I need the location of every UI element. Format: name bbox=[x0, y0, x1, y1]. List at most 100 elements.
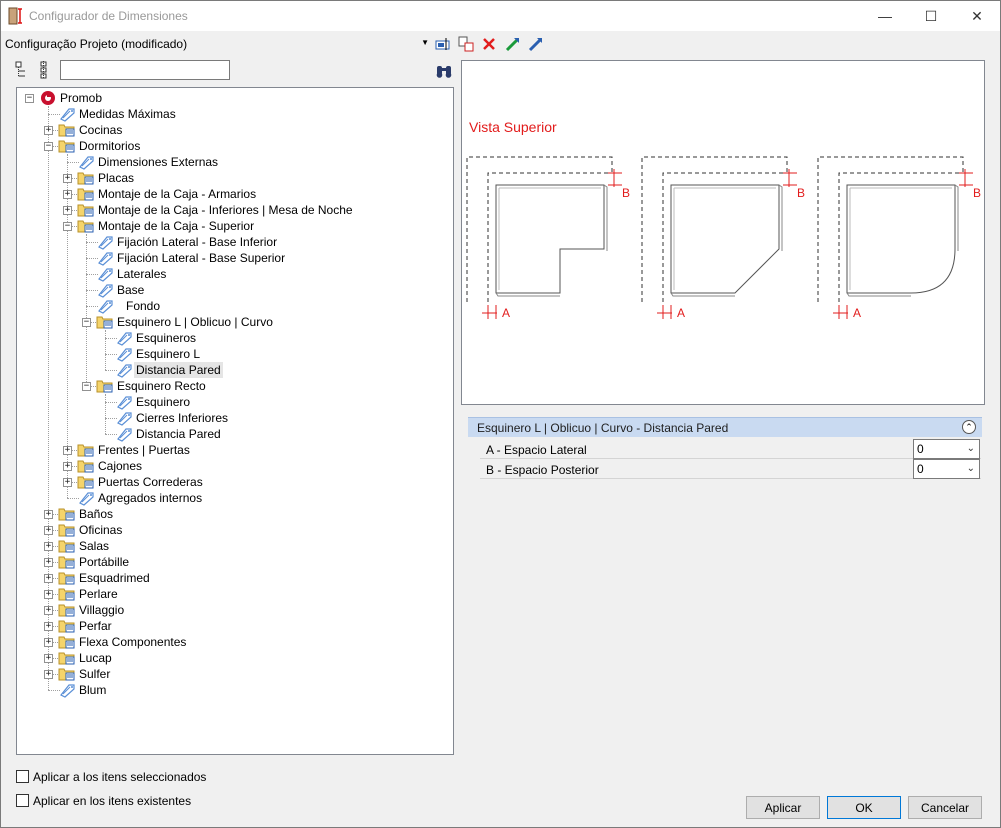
expand-plus-icon[interactable]: + bbox=[44, 525, 53, 535]
expand-plus-icon[interactable]: + bbox=[44, 605, 53, 615]
tree-item-blum[interactable]: Blum bbox=[17, 682, 453, 698]
tree-item-esquadrimed[interactable]: +Esquadrimed bbox=[17, 570, 453, 586]
tree-item-sulfer[interactable]: + Sulfer bbox=[17, 666, 453, 682]
collapse-minus-icon[interactable]: − bbox=[63, 221, 72, 231]
apply-existing-checkbox[interactable] bbox=[16, 794, 29, 807]
tree-item-fijacion-inferior[interactable]: Fijación Lateral - Base Inferior bbox=[17, 234, 453, 250]
apply-button[interactable]: Aplicar bbox=[746, 796, 820, 819]
expand-plus-icon[interactable]: + bbox=[63, 189, 72, 199]
collapse-all-icon[interactable] bbox=[40, 61, 47, 79]
props-category-header[interactable]: Esquinero L | Oblicuo | Curvo - Distanci… bbox=[468, 417, 982, 437]
dimension-label-a: A bbox=[677, 306, 685, 320]
export-config-button[interactable] bbox=[527, 35, 545, 53]
tree-item-cocinas[interactable]: +Cocinas bbox=[17, 122, 453, 138]
tree-item-montaje-armarios[interactable]: +Montaje de la Caja - Armarios bbox=[17, 186, 453, 202]
collapse-minus-icon[interactable]: − bbox=[44, 141, 53, 151]
tree-item-esquinero-l[interactable]: −Esquinero L | Oblicuo | Curvo bbox=[17, 314, 453, 330]
tree-item-montaje-inferiores[interactable]: +Montaje de la Caja - Inferiores | Mesa … bbox=[17, 202, 453, 218]
expand-plus-icon[interactable]: + bbox=[63, 205, 72, 215]
collapse-minus-icon[interactable]: − bbox=[82, 381, 91, 391]
expand-plus-icon[interactable]: + bbox=[44, 541, 53, 551]
tree-item-oficinas[interactable]: +Oficinas bbox=[17, 522, 453, 538]
expand-plus-icon[interactable]: + bbox=[44, 125, 53, 135]
folder-icon bbox=[58, 124, 75, 137]
tree-search-input[interactable] bbox=[60, 60, 230, 80]
tree-item-salas[interactable]: +Salas bbox=[17, 538, 453, 554]
expand-plus-icon[interactable]: + bbox=[44, 621, 53, 631]
expand-plus-icon[interactable]: + bbox=[63, 477, 72, 487]
tree-item-dormitorios[interactable]: − Dormitorios bbox=[17, 138, 453, 154]
tree-item-cajones[interactable]: +Cajones bbox=[17, 458, 453, 474]
wall-outline bbox=[838, 172, 963, 302]
tree-item-esquinero-l-item[interactable]: Esquinero L bbox=[17, 346, 453, 362]
tree-item-laterales[interactable]: Laterales bbox=[17, 266, 453, 282]
minimize-button[interactable]: — bbox=[862, 1, 908, 31]
config-dropdown[interactable]: Configuração Projeto (modificado) ▼ bbox=[5, 35, 429, 53]
tree-item-flexa[interactable]: +Flexa Componentes bbox=[17, 634, 453, 650]
expand-plus-icon[interactable]: + bbox=[44, 557, 53, 567]
dimension-tag-icon bbox=[60, 108, 75, 122]
tree-item-esquinero-recto[interactable]: −Esquinero Recto bbox=[17, 378, 453, 394]
expand-plus-icon[interactable]: + bbox=[44, 509, 53, 519]
collapse-minus-icon[interactable]: − bbox=[82, 317, 91, 327]
delete-config-button[interactable] bbox=[480, 35, 498, 53]
tree-connector-line bbox=[67, 162, 79, 163]
tree-item-label: Placas bbox=[98, 171, 135, 185]
ok-button[interactable]: OK bbox=[827, 796, 901, 819]
binoculars-icon[interactable] bbox=[435, 63, 453, 79]
tree-item-frentes[interactable]: +Frentes | Puertas bbox=[17, 442, 453, 458]
tree-connector-line bbox=[86, 274, 98, 275]
tree-item-agregados[interactable]: Agregados internos bbox=[17, 490, 453, 506]
tree-item-placas[interactable]: + Placas bbox=[17, 170, 453, 186]
expand-plus-icon[interactable]: + bbox=[44, 637, 53, 647]
tree-item-esquineros[interactable]: Esquineros bbox=[17, 330, 453, 346]
tree-item-label: Dormitorios bbox=[79, 139, 141, 153]
rename-config-button[interactable] bbox=[434, 35, 452, 53]
expand-plus-icon[interactable]: + bbox=[44, 589, 53, 599]
posterior-value-select[interactable]: 0 ⌄ bbox=[913, 459, 980, 479]
lateral-value-select[interactable]: 0 ⌄ bbox=[913, 439, 980, 459]
tree-item-label: Sulfer bbox=[79, 667, 111, 681]
tree-item-fondo[interactable]: Fondo bbox=[17, 298, 453, 314]
tree-item-fijacion-superior[interactable]: Fijación Lateral - Base Superior bbox=[17, 250, 453, 266]
tree-item-cierres-inferiores[interactable]: Cierres Inferiores bbox=[17, 410, 453, 426]
close-window-button[interactable]: ✕ bbox=[954, 1, 1000, 31]
tree-item-villaggio[interactable]: +Villaggio bbox=[17, 602, 453, 618]
folder-icon bbox=[77, 444, 94, 457]
expand-plus-icon[interactable]: + bbox=[44, 573, 53, 583]
tree-item-portabille[interactable]: +Portábille bbox=[17, 554, 453, 570]
expand-plus-icon[interactable]: + bbox=[44, 669, 53, 679]
window-title: Configurador de Dimensiones bbox=[29, 9, 188, 23]
tree-item-base[interactable]: Base bbox=[17, 282, 453, 298]
collapse-minus-icon[interactable]: − bbox=[25, 93, 34, 103]
tree-item-medidas-maximas[interactable]: Medidas Máximas bbox=[17, 106, 453, 122]
tree-connector-line bbox=[67, 450, 79, 451]
tree-item-dimensiones-externas[interactable]: Dimensiones Externas bbox=[17, 154, 453, 170]
config-selected-value: Configuração Projeto (modificado) bbox=[5, 37, 188, 51]
tree-item-banos[interactable]: +Baños bbox=[17, 506, 453, 522]
collapse-icon[interactable]: ⌃ bbox=[962, 420, 976, 434]
dimension-tag-icon bbox=[117, 428, 132, 442]
dimension-tag-icon bbox=[79, 492, 94, 506]
tree-item-distancia-pared[interactable]: Distancia Pared bbox=[17, 362, 453, 378]
expand-plus-icon[interactable]: + bbox=[44, 653, 53, 663]
tree-item-esquinero[interactable]: Esquinero bbox=[17, 394, 453, 410]
cancel-button[interactable]: Cancelar bbox=[908, 796, 982, 819]
apply-selected-checkbox[interactable] bbox=[16, 770, 29, 783]
expand-all-icon[interactable] bbox=[15, 61, 25, 77]
expand-plus-icon[interactable]: + bbox=[63, 461, 72, 471]
tree-item-root[interactable]: −Promob bbox=[17, 90, 453, 106]
import-config-button[interactable] bbox=[504, 35, 522, 53]
tree-item-montaje-superior[interactable]: −Montaje de la Caja - Superior bbox=[17, 218, 453, 234]
copy-config-button[interactable] bbox=[457, 35, 475, 53]
tree-item-distancia-pared-2[interactable]: Distancia Pared bbox=[17, 426, 453, 442]
expand-plus-icon[interactable]: + bbox=[63, 445, 72, 455]
expand-plus-icon[interactable]: + bbox=[63, 173, 72, 183]
tree-item-perfar[interactable]: +Perfar bbox=[17, 618, 453, 634]
tree-item-puertas-correderas[interactable]: +Puertas Correderas bbox=[17, 474, 453, 490]
maximize-button[interactable]: ☐ bbox=[908, 1, 954, 31]
tree-item-perlare[interactable]: +Perlare bbox=[17, 586, 453, 602]
tree-item-lucap[interactable]: +Lucap bbox=[17, 650, 453, 666]
tree-item-label: Esquinero L bbox=[136, 347, 201, 361]
